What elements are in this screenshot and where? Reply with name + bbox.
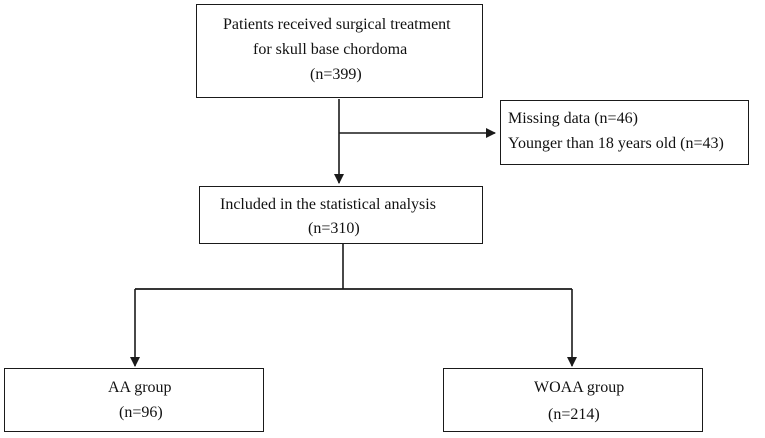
box-included-analysis-line-1: Included in the statistical analysis	[220, 196, 436, 213]
box-woaa-group-line-1: WOAA group	[534, 379, 625, 396]
box-excluded: Missing data (n=46) Younger than 18 year…	[500, 100, 749, 165]
box-excluded-line-1: Missing data (n=46)	[508, 110, 638, 127]
box-surgical-patients-line-1: Patients received surgical treatment	[223, 16, 451, 33]
box-woaa-group: WOAA group (n=214)	[443, 368, 703, 432]
box-aa-group: AA group (n=96)	[4, 368, 264, 432]
box-surgical-patients-line-3: (n=399)	[310, 66, 362, 83]
box-aa-group-line-2: (n=96)	[119, 404, 163, 421]
box-included-analysis-line-2: (n=310)	[308, 220, 360, 237]
box-excluded-line-2: Younger than 18 years old (n=43)	[508, 135, 724, 152]
box-surgical-patients: Patients received surgical treatment for…	[196, 4, 483, 98]
box-surgical-patients-line-2: for skull base chordoma	[253, 41, 408, 58]
box-aa-group-line-1: AA group	[108, 379, 172, 396]
box-included-analysis: Included in the statistical analysis (n=…	[199, 186, 483, 244]
box-woaa-group-line-2: (n=214)	[548, 406, 600, 423]
